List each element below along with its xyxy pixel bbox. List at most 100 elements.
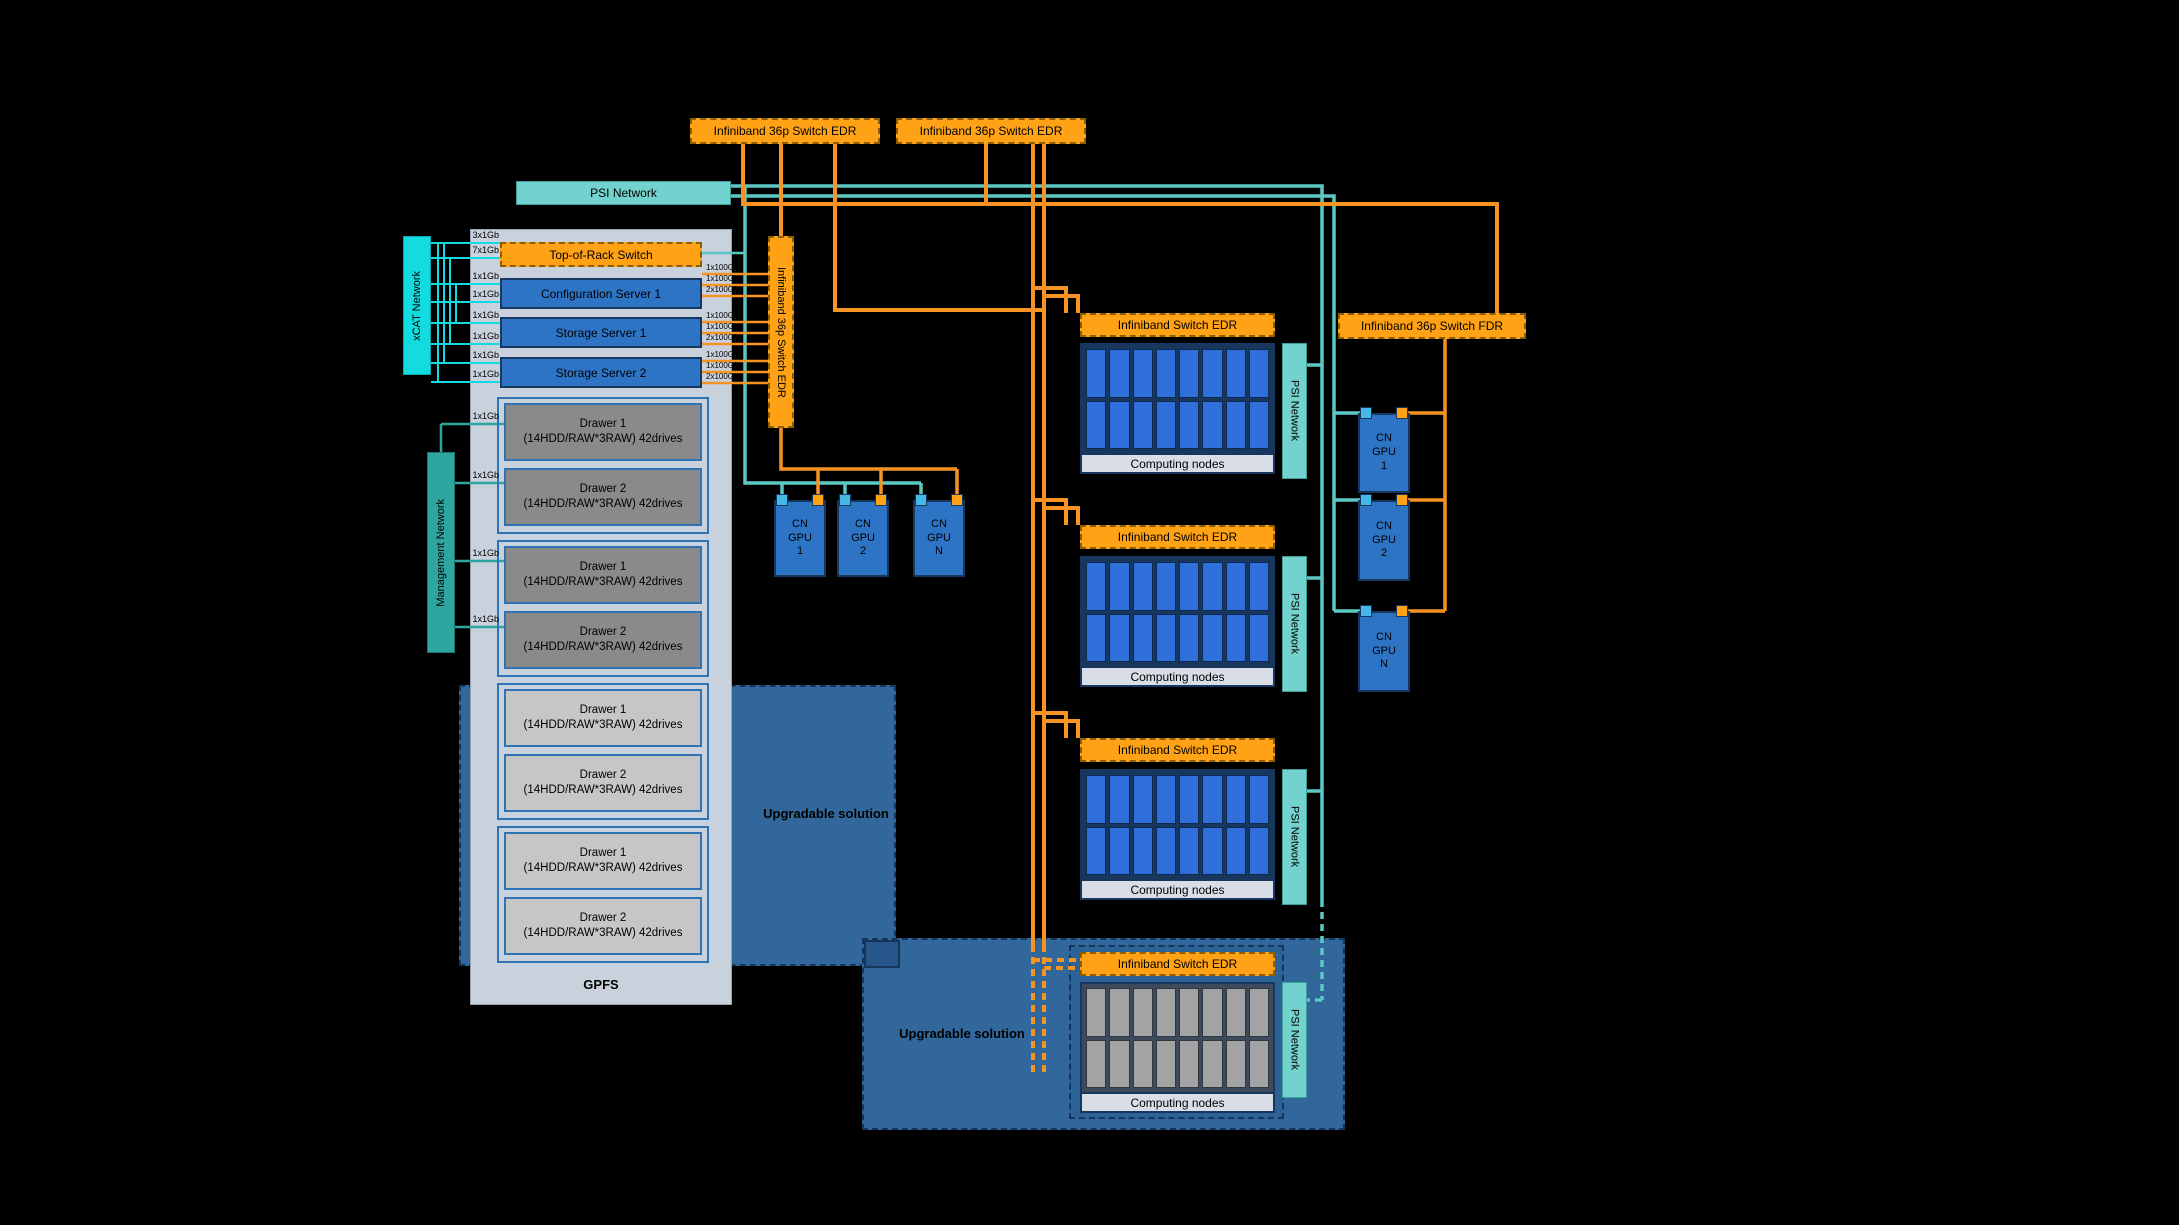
drawer: Drawer 1(14HDD/RAW*3RAW) 42drives [504, 403, 702, 461]
compute-node-cell [1179, 349, 1200, 398]
server-label: Storage Server 1 [555, 325, 647, 340]
storage-server-1: Storage Server 1 [500, 317, 702, 348]
compute-node-cell [1086, 775, 1107, 824]
compute-node-cell [1132, 775, 1153, 824]
compute-node-cell [1202, 562, 1223, 611]
server-label: Configuration Server 1 [540, 286, 662, 301]
infiniband-fdr-switch: Infiniband 36p Switch FDR [1338, 313, 1526, 339]
compute-node-cell [1248, 775, 1269, 824]
computing-nodes-box: Computing nodes [1080, 982, 1275, 1113]
compute-node-cell [1109, 562, 1130, 611]
compute-node-cell [1179, 988, 1200, 1037]
psi-port-connector [1360, 605, 1372, 617]
port-label: 1x100Gb [706, 263, 739, 272]
psi-port-connector [1360, 494, 1372, 506]
compute-node-cell [1109, 613, 1130, 662]
port-label: 1x1Gb [472, 369, 499, 379]
gpfs-label: GPFS [583, 977, 619, 992]
compute-node-cell [1225, 349, 1246, 398]
compute-node-cell [1225, 1039, 1246, 1088]
compute-node-cell [1132, 349, 1153, 398]
compute-node-cell [1086, 562, 1107, 611]
drawer-group-3 [497, 683, 709, 820]
compute-node-grid [1082, 984, 1273, 1092]
compute-node-cell [1109, 400, 1130, 449]
compute-node-cell [1225, 988, 1246, 1037]
infiniband-port-connector [812, 494, 824, 506]
port-label: 1x1Gb [472, 614, 499, 624]
switch-label: Infiniband Switch EDR [1117, 743, 1238, 757]
computing-nodes-label: Computing nodes [1082, 453, 1273, 472]
configuration-server-1: Configuration Server 1 [500, 278, 702, 309]
switch-label: Infiniband 36p Switch FDR [1360, 319, 1504, 333]
drawer-title: Drawer 2 [579, 483, 627, 496]
management-network-bar: Management Network [427, 452, 455, 653]
drawer-subtitle: (14HDD/RAW*3RAW) 42drives [523, 719, 683, 731]
port-label: 7x1Gb [472, 245, 499, 255]
compute-node-cell [1155, 562, 1176, 611]
infiniband-port-connector [951, 494, 963, 506]
drawer: Drawer 1(14HDD/RAW*3RAW) 42drives [504, 546, 702, 604]
compute-node-cell [1248, 826, 1269, 875]
switch-label: Infiniband 36p Switch EDR [919, 124, 1063, 138]
psi-network-bar: PSI Network [1282, 556, 1307, 692]
compute-node-cell [1248, 988, 1269, 1037]
compute-node-cell [1202, 775, 1223, 824]
compute-node-cell [1225, 826, 1246, 875]
compute-node-cell [1225, 775, 1246, 824]
compute-node-cell [1155, 349, 1176, 398]
compute-node-cell [1109, 775, 1130, 824]
compute-node-cell [1086, 826, 1107, 875]
psi-network-bar: PSI Network [1282, 343, 1307, 479]
switch-label: Infiniband Switch EDR [1117, 957, 1238, 971]
switch-label: Infiniband Switch EDR [1117, 318, 1238, 332]
drawer-title: Drawer 1 [579, 561, 627, 574]
compute-node-cell [1132, 1039, 1153, 1088]
compute-node-cell [1086, 613, 1107, 662]
infiniband-port-connector [1396, 407, 1408, 419]
compute-node-cell [1109, 1039, 1130, 1088]
management-network-label: Management Network [435, 498, 447, 607]
infiniband-port-connector [1396, 494, 1408, 506]
compute-node-cell [1248, 562, 1269, 611]
computing-nodes-box: Computing nodes [1080, 769, 1275, 900]
compute-node-grid [1082, 771, 1273, 879]
compute-node-cell [1086, 400, 1107, 449]
drawer: Drawer 1(14HDD/RAW*3RAW) 42drives [504, 832, 702, 890]
compute-node-cell [1086, 349, 1107, 398]
upgradable-solution-label: Upgradable solution [763, 806, 889, 821]
psi-network-label: PSI Network [590, 186, 657, 200]
drawer-subtitle: (14HDD/RAW*3RAW) 42drives [523, 433, 683, 445]
psi-network-bar: PSI Network [1282, 982, 1307, 1098]
xcat-network-bar: xCAT Network [403, 236, 431, 375]
compute-node-cell [1179, 613, 1200, 662]
compute-node-cell [1086, 988, 1107, 1037]
cluster-switch: Infiniband Switch EDR [1080, 738, 1275, 762]
port-label: 1x1Gb [472, 310, 499, 320]
drawer-group-2 [497, 540, 709, 677]
drawer: Drawer 2(14HDD/RAW*3RAW) 42drives [504, 468, 702, 526]
compute-node-cell [1179, 400, 1200, 449]
port-label: 1x1Gb [472, 289, 499, 299]
psi-port-connector [776, 494, 788, 506]
cluster-switch: Infiniband Switch EDR [1080, 525, 1275, 549]
computing-nodes-box: Computing nodes [1080, 556, 1275, 687]
port-label: 1x1Gb [472, 331, 499, 341]
compute-node-cell [1155, 826, 1176, 875]
compute-node-cell [1155, 400, 1176, 449]
panel-notch [864, 940, 900, 968]
compute-node-cell [1155, 775, 1176, 824]
drawer-title: Drawer 2 [579, 912, 627, 925]
compute-node-cell [1155, 613, 1176, 662]
drawer-subtitle: (14HDD/RAW*3RAW) 42drives [523, 862, 683, 874]
computing-nodes-label: Computing nodes [1082, 666, 1273, 685]
compute-node-cell [1179, 826, 1200, 875]
port-label: 1x100Gb [706, 274, 739, 283]
infiniband-top-switch-1: Infiniband 36p Switch EDR [690, 118, 880, 144]
compute-node-cell [1155, 1039, 1176, 1088]
